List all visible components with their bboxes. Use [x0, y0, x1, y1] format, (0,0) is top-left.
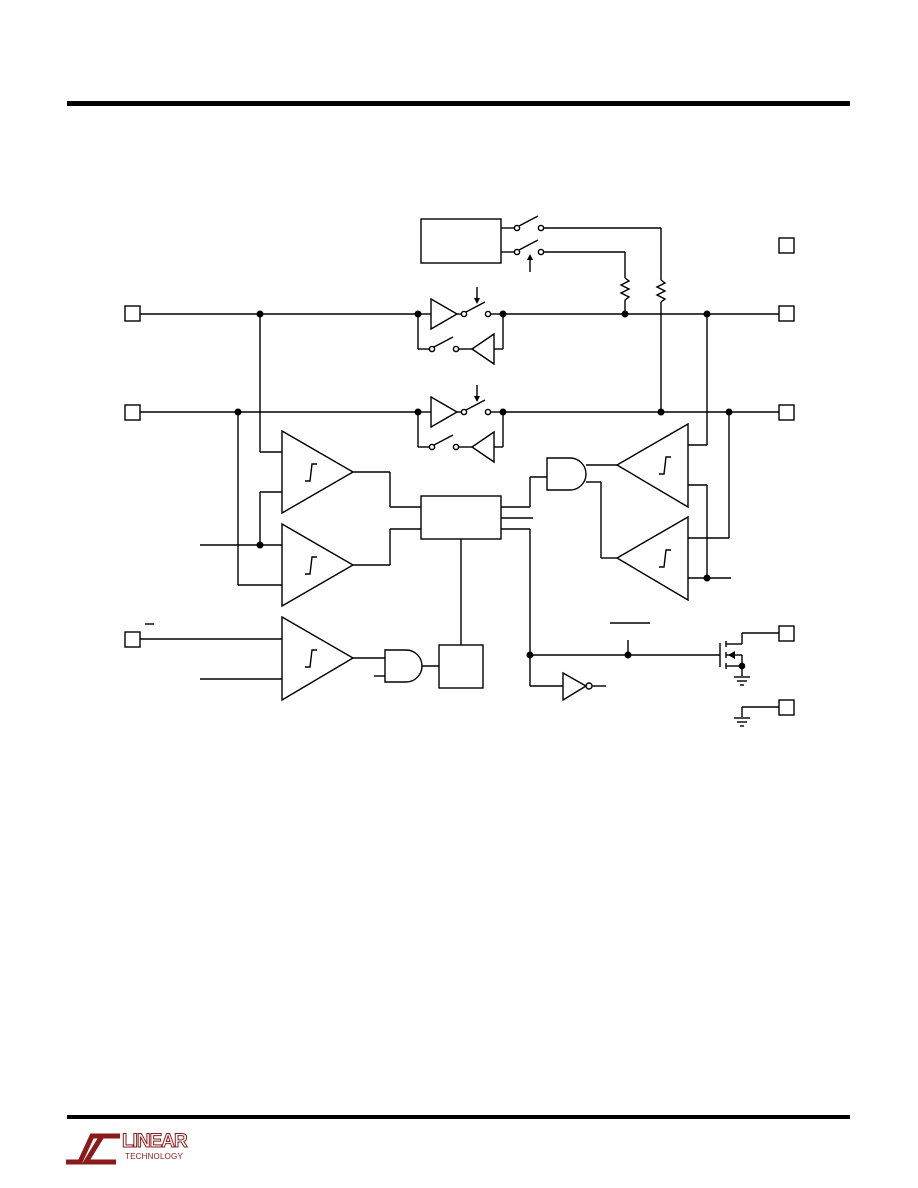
and-gate	[546, 457, 587, 491]
and-gate	[384, 649, 423, 683]
pin-square	[124, 305, 141, 322]
switch-blade	[518, 239, 539, 251]
junction-dot	[738, 662, 746, 670]
switch-blade	[433, 434, 454, 446]
switch-contact	[460, 310, 468, 318]
switch-contact	[513, 224, 521, 232]
switch-contact	[537, 224, 545, 232]
header-rule	[67, 101, 850, 106]
switch-contact	[484, 310, 492, 318]
hysteresis-symbol	[305, 556, 317, 575]
logo-word: LINEAR	[122, 1131, 189, 1153]
arrow-head	[474, 298, 480, 304]
arrow-head	[728, 651, 735, 659]
footer-rule	[67, 1115, 850, 1119]
schmitt-comparator	[281, 429, 355, 515]
switch-contact	[452, 443, 460, 451]
hysteresis-symbol	[305, 649, 317, 668]
switch-contact	[428, 345, 436, 353]
switch-blade	[465, 301, 486, 313]
switch-contact	[484, 408, 492, 416]
switch-blade	[465, 399, 486, 411]
junction-dot	[657, 408, 665, 416]
schmitt-comparator	[281, 615, 355, 702]
reference-block	[438, 644, 484, 689]
pin-square	[124, 631, 141, 648]
logo-subword: TECHNOLOGY	[125, 1152, 184, 1161]
switch-contact	[428, 443, 436, 451]
resistor	[619, 277, 631, 301]
pin-square	[778, 237, 795, 254]
hysteresis-symbol	[305, 463, 317, 482]
junction-dot	[703, 574, 711, 582]
pin-square	[124, 404, 141, 421]
buffer-triangle	[430, 395, 459, 429]
arrow-head	[474, 396, 480, 402]
logo-mark	[66, 1133, 120, 1165]
junction-dot	[256, 541, 264, 549]
switch-contact	[452, 345, 460, 353]
hysteresis-symbol	[659, 549, 671, 568]
junction-dot	[621, 310, 629, 318]
switch-contact	[537, 248, 545, 256]
switch-blade	[518, 215, 539, 227]
buffer-triangle	[470, 332, 495, 366]
schmitt-comparator	[281, 522, 355, 608]
pin-square	[778, 404, 795, 421]
hysteresis-symbol	[659, 456, 671, 475]
buffer-triangle	[430, 297, 459, 331]
junction-dot	[526, 651, 534, 659]
switch-contact	[513, 248, 521, 256]
resistor	[655, 279, 667, 303]
schmitt-comparator	[615, 422, 689, 509]
switch-blade	[433, 336, 454, 348]
switch-contact	[460, 408, 468, 416]
pin-square	[778, 625, 795, 642]
inverter-triangle	[562, 671, 588, 702]
pin-square	[778, 699, 795, 716]
logic-block	[420, 495, 502, 540]
buffer-triangle	[470, 430, 495, 464]
arrow-head	[527, 254, 533, 260]
schmitt-comparator	[615, 515, 689, 602]
linear-technology-logo-icon: LINEAR TECHNOLOGY	[62, 1128, 194, 1168]
pin-square	[778, 305, 795, 322]
top-control-block	[420, 218, 502, 264]
